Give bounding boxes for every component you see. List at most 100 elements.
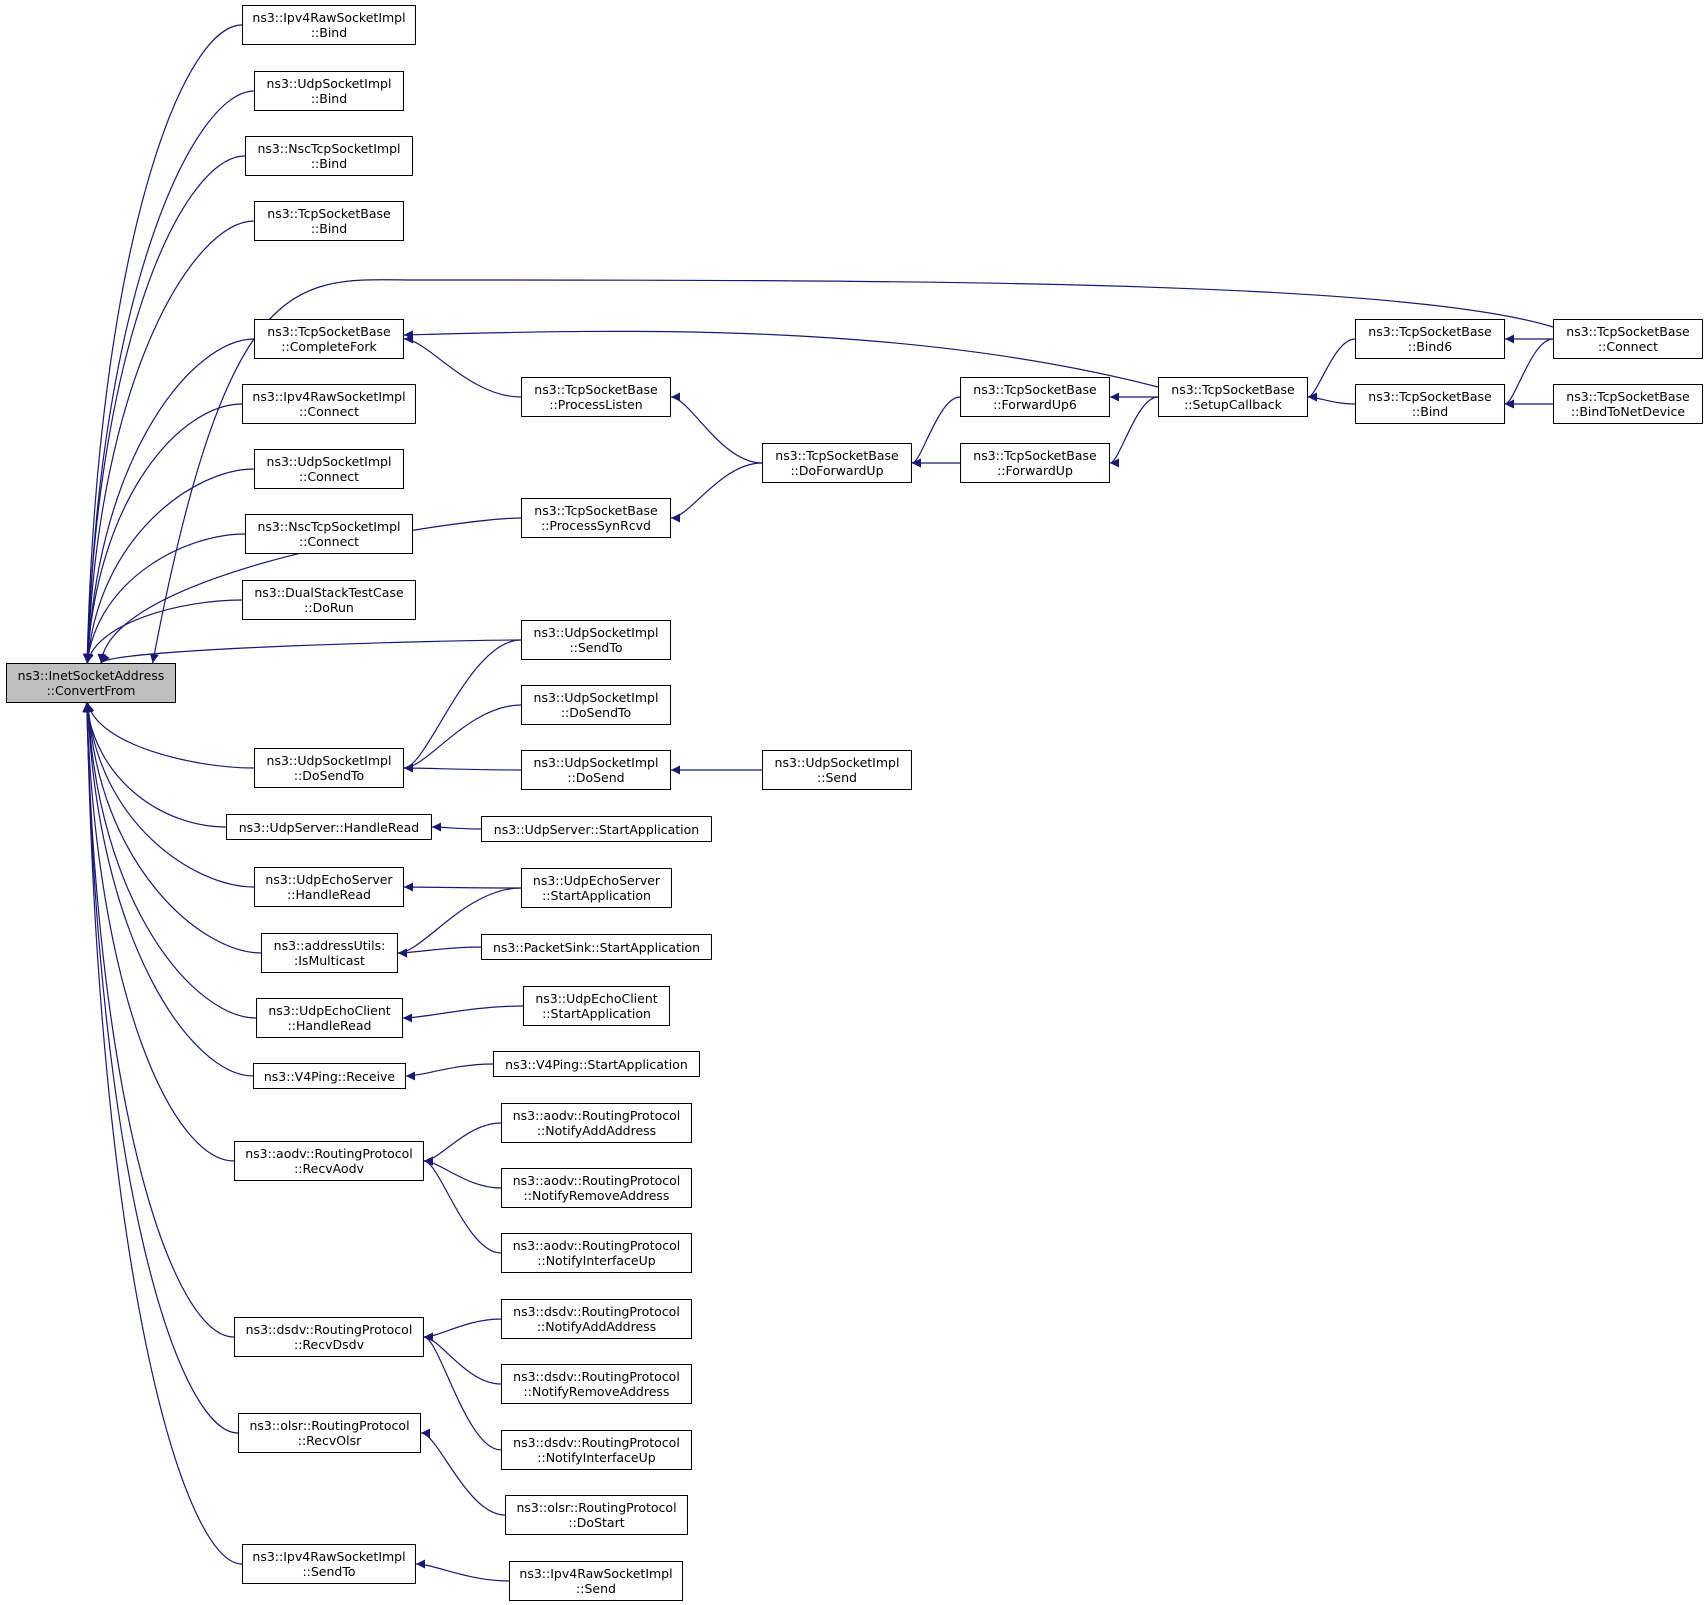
node-line: ns3::DualStackTestCase — [254, 585, 404, 600]
edge-udpecho_handleread-to-root — [83, 702, 255, 888]
node-processsynrcvd[interactable]: ns3::TcpSocketBase::ProcessSynRcvd — [521, 498, 671, 538]
node-ipv4raw-connect[interactable]: ns3::Ipv4RawSocketImpl::Connect — [242, 384, 416, 424]
edge-nsc_bind-to-root — [83, 155, 246, 664]
node-v4ping-start[interactable]: ns3::V4Ping::StartApplication — [493, 1051, 700, 1077]
edge-udp_dosendto-to-root — [85, 702, 255, 769]
node-completefork[interactable]: ns3::TcpSocketBase::CompleteFork — [254, 319, 404, 359]
edge-setupcallback-to-completefork — [403, 330, 1159, 388]
node-line: ns3::UdpSocketImpl — [533, 690, 659, 705]
node-line: ::HandleRead — [287, 1018, 372, 1033]
node-line: ns3::Ipv4RawSocketImpl — [519, 1566, 673, 1581]
edge-ismulticast-to-root — [84, 702, 262, 954]
node-forwardup6[interactable]: ns3::TcpSocketBase::ForwardUp6 — [960, 377, 1110, 417]
node-line: ::NotifyRemoveAddress — [523, 1188, 670, 1203]
node-line: ::SendTo — [569, 640, 623, 655]
node-udpserver-handleread[interactable]: ns3::UdpServer::HandleRead — [226, 814, 432, 840]
node-udpechoclient-handleread[interactable]: ns3::UdpEchoClient::HandleRead — [256, 998, 403, 1038]
node-forwardup[interactable]: ns3::TcpSocketBase::ForwardUp — [960, 443, 1110, 483]
node-line: ns3::PacketSink::StartApplication — [492, 939, 701, 955]
node-line: ns3::dsdv::RoutingProtocol — [513, 1435, 680, 1450]
node-udp-dosend[interactable]: ns3::UdpSocketImpl::DoSend — [521, 750, 671, 790]
node-v4ping-receive[interactable]: ns3::V4Ping::Receive — [253, 1063, 406, 1089]
node-line: ::ForwardUp — [997, 463, 1073, 478]
node-line: ::Connect — [298, 404, 360, 419]
node-line: ns3::UdpSocketImpl — [533, 755, 659, 770]
edge-udpechoclient_start-to-udpechoclient_handleread — [402, 1005, 524, 1023]
node-line: ::RecvDsdv — [294, 1337, 364, 1352]
node-line: ::Bind — [310, 221, 348, 236]
node-line: ns3::TcpSocketBase — [1368, 389, 1492, 404]
node-tcp-bind[interactable]: ns3::TcpSocketBase::Bind — [254, 201, 404, 241]
node-udp-dosendto[interactable]: ns3::UdpSocketImpl::DoSendTo — [254, 748, 404, 788]
node-doforwardup[interactable]: ns3::TcpSocketBase::DoForwardUp — [762, 443, 912, 483]
node-line: ::DoSendTo — [560, 705, 632, 720]
node-udpserver-start[interactable]: ns3::UdpServer::StartApplication — [481, 816, 712, 842]
node-line: ::NotifyRemoveAddress — [523, 1384, 670, 1399]
node-ipv4raw-bind[interactable]: ns3::Ipv4RawSocketImpl::Bind — [242, 5, 416, 45]
node-nsc-connect[interactable]: ns3::NscTcpSocketImpl::Connect — [245, 514, 413, 554]
node-line: ::DoForwardUp — [790, 463, 884, 478]
edge-ipv4raw_send-to-ipv4raw_sendto — [415, 1559, 510, 1582]
node-udp-send[interactable]: ns3::UdpSocketImpl::Send — [762, 750, 912, 790]
node-line: ::SetupCallback — [1184, 397, 1282, 412]
node-dsdv-recv[interactable]: ns3::dsdv::RoutingProtocol::RecvDsdv — [234, 1317, 424, 1357]
edge-forwardup6-to-doforwardup — [911, 396, 961, 468]
edge-processsynrcvd-to-root — [97, 517, 522, 664]
edge-ipv4raw_bind-to-root — [82, 24, 243, 664]
node-line: ::NotifyInterfaceUp — [537, 1253, 656, 1268]
node-dsdv-addaddr[interactable]: ns3::dsdv::RoutingProtocol::NotifyAddAdd… — [501, 1299, 692, 1339]
node-aodv-recv[interactable]: ns3::aodv::RoutingProtocol::RecvAodv — [234, 1141, 424, 1181]
node-bind6[interactable]: ns3::TcpSocketBase::Bind6 — [1355, 319, 1505, 359]
node-bind[interactable]: ns3::TcpSocketBase::Bind — [1355, 384, 1505, 424]
node-line: ns3::NscTcpSocketImpl — [257, 141, 401, 156]
node-tcp-connect[interactable]: ns3::TcpSocketBase::Connect — [1553, 319, 1703, 359]
node-line: ns3::TcpSocketBase — [267, 324, 391, 339]
node-aodv-remaddr[interactable]: ns3::aodv::RoutingProtocol::NotifyRemove… — [501, 1168, 692, 1208]
node-dsdv-ifup[interactable]: ns3::dsdv::RoutingProtocol::NotifyInterf… — [501, 1430, 692, 1470]
node-line: ns3::NscTcpSocketImpl — [257, 519, 401, 534]
node-ismulticast[interactable]: ns3::addressUtils::IsMulticast — [261, 933, 398, 973]
node-line: ns3::UdpServer::HandleRead — [238, 819, 420, 835]
node-udpecho-start[interactable]: ns3::UdpEchoServer::StartApplication — [521, 868, 672, 908]
node-dualstack[interactable]: ns3::DualStackTestCase::DoRun — [242, 580, 416, 620]
edge-udpserver_handleread-to-root — [82, 702, 227, 828]
node-line: ns3::TcpSocketBase — [1171, 382, 1295, 397]
edge-packetsink_start-to-ismulticast — [397, 946, 482, 958]
node-line: ns3::Ipv4RawSocketImpl — [252, 1549, 406, 1564]
edge-udp_dosendto2-to-udp_dosendto — [403, 704, 522, 773]
edge-udpecho_start-to-ismulticast — [397, 887, 522, 958]
edge-dsdv_recv-to-root — [82, 702, 235, 1338]
node-line: ns3::aodv::RoutingProtocol — [512, 1238, 681, 1253]
node-olsr-dostart[interactable]: ns3::olsr::RoutingProtocol::DoStart — [505, 1495, 688, 1535]
node-udp-connect[interactable]: ns3::UdpSocketImpl::Connect — [254, 449, 404, 489]
edge-aodv_ifup-to-aodv_recv — [423, 1156, 502, 1254]
edge-v4ping_start-to-v4ping_receive — [405, 1063, 494, 1081]
node-udp-dosendto-2[interactable]: ns3::UdpSocketImpl::DoSendTo — [521, 685, 671, 725]
node-bindtonetdevice[interactable]: ns3::TcpSocketBase::BindToNetDevice — [1553, 384, 1703, 424]
node-nsc-bind[interactable]: ns3::NscTcpSocketImpl::Bind — [245, 136, 413, 176]
node-processlisten[interactable]: ns3::TcpSocketBase::ProcessListen — [521, 377, 671, 417]
edge-doforwardup-to-processsynrcvd — [670, 462, 763, 523]
node-olsr-recv[interactable]: ns3::olsr::RoutingProtocol::RecvOlsr — [238, 1413, 421, 1453]
node-ipv4raw-send[interactable]: ns3::Ipv4RawSocketImpl::Send — [509, 1561, 683, 1601]
node-line: ns3::aodv::RoutingProtocol — [512, 1108, 681, 1123]
node-ipv4raw-sendto[interactable]: ns3::Ipv4RawSocketImpl::SendTo — [242, 1544, 416, 1584]
node-udpechoclient-start[interactable]: ns3::UdpEchoClient::StartApplication — [523, 986, 670, 1026]
node-packetsink-start[interactable]: ns3::PacketSink::StartApplication — [481, 934, 712, 960]
node-udpecho-handleread[interactable]: ns3::UdpEchoServer::HandleRead — [254, 867, 404, 907]
edge-ipv4raw_sendto-to-root — [82, 702, 243, 1565]
node-setupcallback[interactable]: ns3::TcpSocketBase::SetupCallback — [1158, 377, 1308, 417]
node-line: ::RecvOlsr — [297, 1433, 362, 1448]
node-line: ::Bind — [1411, 404, 1449, 419]
edge-setupcallback-to-forwardup — [1109, 396, 1159, 468]
edge-doforwardup-to-processlisten — [670, 392, 763, 464]
edge-udpserver_start-to-udpserver_handleread — [431, 822, 482, 832]
node-udp-bind[interactable]: ns3::UdpSocketImpl::Bind — [254, 71, 404, 111]
node-line: ::Connect — [1597, 339, 1659, 354]
node-udp-sendto[interactable]: ns3::UdpSocketImpl::SendTo — [521, 620, 671, 660]
node-dsdv-remaddr[interactable]: ns3::dsdv::RoutingProtocol::NotifyRemove… — [501, 1364, 692, 1404]
node-line: ::SendTo — [302, 1564, 356, 1579]
node-aodv-addaddr[interactable]: ns3::aodv::RoutingProtocol::NotifyAddAdd… — [501, 1103, 692, 1143]
node-aodv-ifup[interactable]: ns3::aodv::RoutingProtocol::NotifyInterf… — [501, 1233, 692, 1273]
